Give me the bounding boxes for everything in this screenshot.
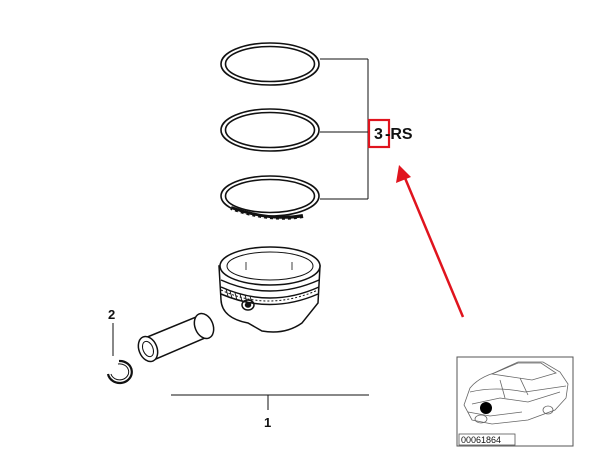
callout-part-3-number: 3 [374,126,383,143]
piston[interactable] [218,246,321,333]
car-silhouette-icon [463,361,569,425]
callout-part-1: 1 [264,415,271,430]
circlip[interactable] [106,359,133,385]
red-arrow-icon [396,165,465,318]
rings-leader-bracket [320,58,369,200]
piston-ring-middle[interactable] [220,108,320,152]
vehicle-inset[interactable]: 00061864 [456,356,574,447]
callout-part-2: 2 [108,307,115,322]
engine-location-marker [480,402,492,414]
inset-image-number: 00061864 [461,435,501,445]
callout-part-3-suffix: -RS [385,126,413,143]
piston-ring-top[interactable] [220,42,320,86]
piston-pin[interactable] [135,311,217,365]
highlight-box [367,118,391,149]
piston-ring-oil-control[interactable] [220,175,320,220]
